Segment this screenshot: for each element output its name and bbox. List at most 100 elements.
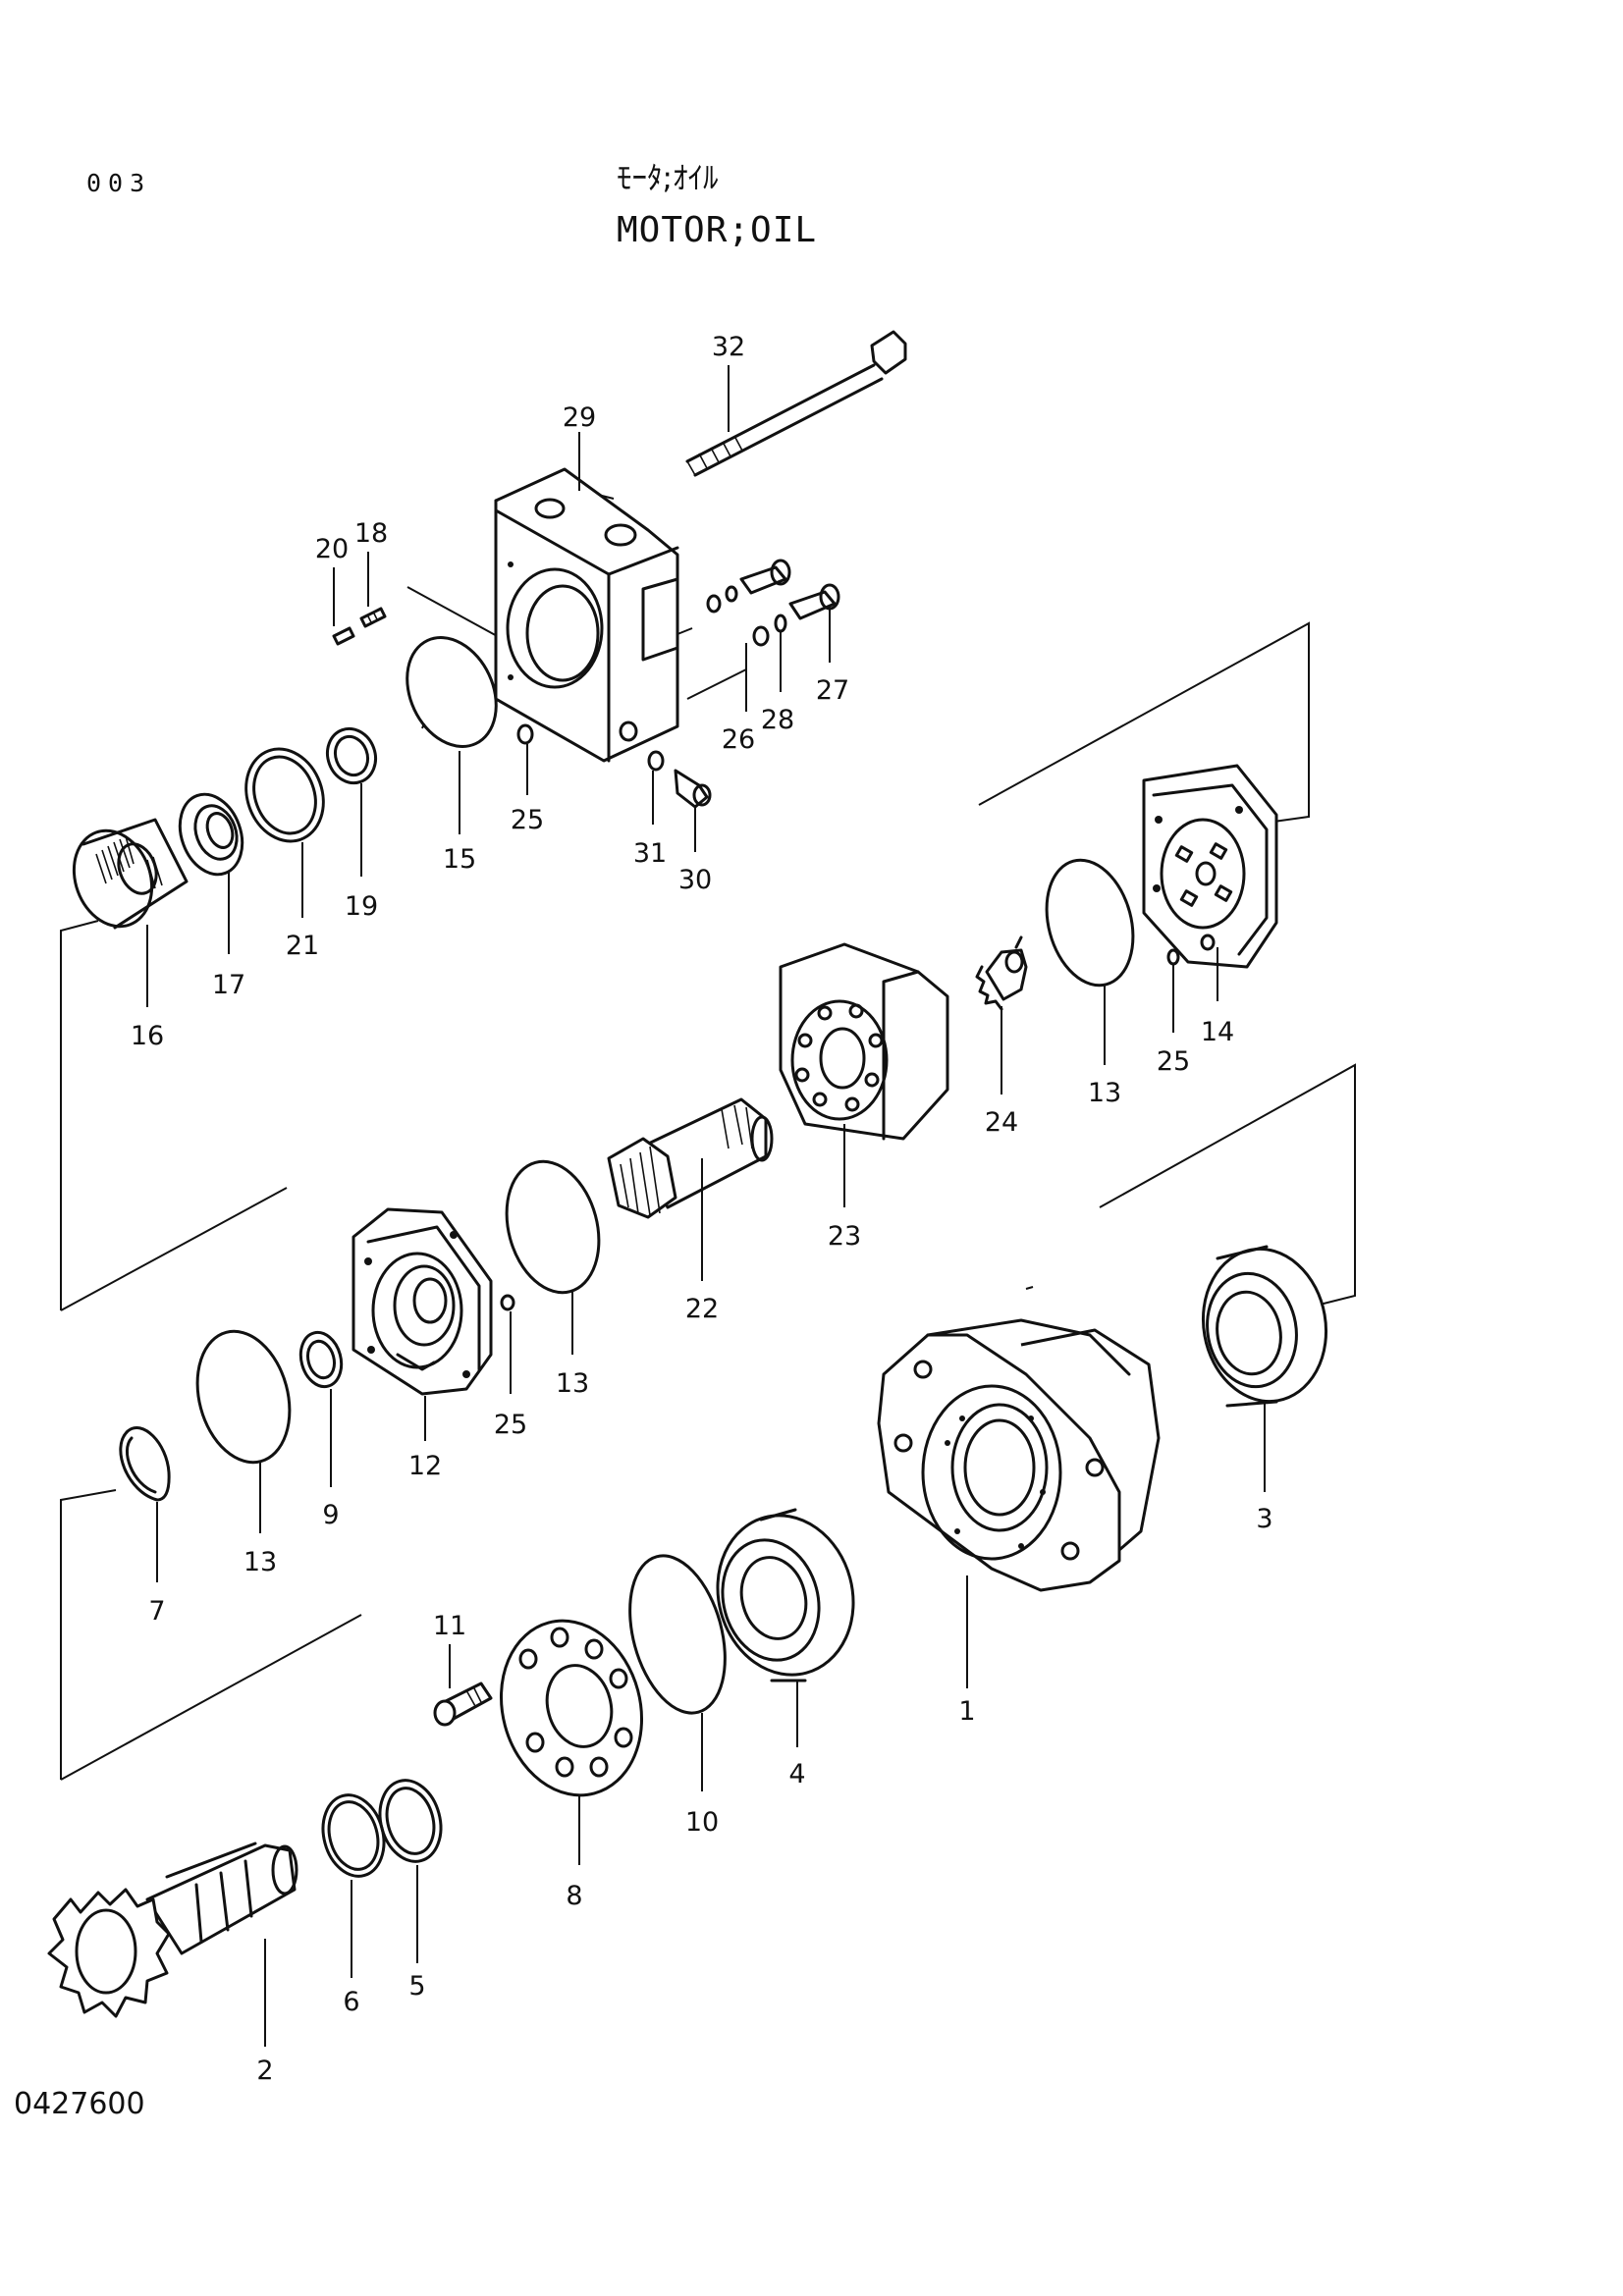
svg-text:23: 23 [828, 1221, 861, 1252]
part-25-o-ring-cover [1166, 948, 1180, 966]
svg-text:16: 16 [131, 1021, 164, 1051]
svg-text:8: 8 [566, 1881, 582, 1911]
part-13-o-ring-middle [505, 1159, 601, 1295]
svg-text:31: 31 [633, 838, 667, 869]
svg-text:9: 9 [322, 1500, 339, 1530]
svg-text:30: 30 [678, 865, 712, 895]
callout-7: 7 [148, 1502, 166, 1627]
part-23-gerotor-set [779, 942, 949, 1141]
callout-14: 14 [1201, 947, 1234, 1047]
part-9-ring [298, 1330, 344, 1389]
callout-18: 18 [354, 518, 388, 607]
part-6-ring [321, 1793, 386, 1878]
drawing-number: 0427600 [14, 2087, 145, 2121]
callout-26: 26 [722, 643, 755, 755]
part-21-washer [244, 747, 325, 843]
callout-15: 15 [443, 751, 476, 875]
svg-text:2: 2 [256, 2056, 273, 2086]
svg-text:27: 27 [816, 675, 849, 706]
svg-text:20: 20 [315, 534, 349, 564]
title-english: MOTOR;OIL [617, 210, 818, 250]
callout-1: 1 [958, 1575, 976, 1727]
svg-text:15: 15 [443, 844, 476, 875]
callout-17: 17 [212, 872, 245, 1000]
part-12-housing-plate [352, 1207, 493, 1396]
svg-text:13: 13 [243, 1547, 277, 1577]
svg-text:18: 18 [354, 518, 388, 549]
part-19-ring [325, 726, 378, 785]
part-4-ball-bearing [716, 1508, 855, 1682]
part-15-o-ring [406, 636, 498, 748]
callout-16: 16 [131, 925, 164, 1051]
svg-text:19: 19 [345, 891, 378, 922]
svg-text:22: 22 [685, 1294, 719, 1324]
callout-29: 29 [563, 402, 596, 491]
part-11-cap-screw [433, 1682, 493, 1727]
svg-text:26: 26 [722, 724, 755, 755]
part-29-valve-housing [494, 467, 679, 763]
callout-25-cover: 25 [1157, 965, 1190, 1077]
callout-12: 12 [408, 1396, 442, 1481]
callout-6: 6 [343, 1880, 360, 2017]
callout-4: 4 [788, 1681, 806, 1789]
callout-19: 19 [345, 783, 378, 922]
callout-23: 23 [828, 1124, 861, 1252]
callout-25-middle: 25 [494, 1311, 527, 1440]
part-26-28-o-rings [706, 585, 787, 647]
part-25-o-ring-middle [500, 1294, 515, 1311]
part-2-output-shaft [47, 1842, 298, 2018]
assembly-axis-lines [60, 488, 1356, 1781]
part-3-ball-bearing [1201, 1245, 1328, 1408]
svg-text:10: 10 [685, 1807, 719, 1838]
callout-32: 32 [712, 332, 745, 432]
svg-text:32: 32 [712, 332, 745, 362]
part-32-bolt [685, 330, 907, 477]
title-japanese: ﾓｰﾀ;ｵｲﾙ [617, 161, 719, 196]
callout-21: 21 [286, 842, 319, 961]
callout-13-lower: 13 [243, 1461, 277, 1577]
part-17-seal [178, 792, 244, 877]
part-18-20-pins [332, 607, 387, 646]
callout-25-top: 25 [511, 744, 544, 835]
callout-20: 20 [315, 534, 349, 626]
callout-24: 24 [985, 1006, 1018, 1138]
callout-22: 22 [685, 1158, 719, 1324]
callout-2: 2 [256, 1939, 274, 2086]
part-27-plugs [739, 559, 840, 620]
page-code: 003 [86, 169, 152, 197]
part-1-motor-housing [877, 1318, 1161, 1592]
svg-text:21: 21 [286, 931, 319, 961]
svg-text:28: 28 [761, 705, 794, 735]
svg-text:25: 25 [511, 805, 544, 835]
svg-text:13: 13 [556, 1368, 589, 1399]
part-10-o-ring [628, 1554, 727, 1715]
callout-31: 31 [633, 771, 667, 869]
svg-text:4: 4 [788, 1759, 805, 1789]
svg-text:7: 7 [148, 1596, 165, 1627]
callout-30: 30 [678, 807, 712, 895]
svg-text:13: 13 [1088, 1078, 1121, 1108]
callout-11: 11 [433, 1611, 466, 1688]
part-7-snap-ring [119, 1426, 171, 1502]
svg-text:1: 1 [958, 1696, 975, 1727]
callout-10: 10 [685, 1713, 719, 1838]
part-13-o-ring-upper [1045, 858, 1135, 988]
callout-3: 3 [1256, 1404, 1273, 1534]
part-25-o-ring-top [516, 723, 534, 745]
part-24-coupling [975, 935, 1028, 1011]
svg-text:5: 5 [408, 1971, 425, 2002]
svg-text:25: 25 [494, 1410, 527, 1440]
part-22-spline-shaft [607, 1097, 774, 1219]
callout-13-upper: 13 [1088, 985, 1121, 1108]
svg-text:3: 3 [1256, 1504, 1272, 1534]
svg-text:12: 12 [408, 1451, 442, 1481]
callout-27: 27 [816, 609, 849, 706]
part-8-flange-plate [499, 1619, 644, 1797]
svg-text:25: 25 [1157, 1046, 1190, 1077]
callout-8: 8 [566, 1796, 583, 1911]
part-16-needle-bearing [72, 818, 189, 930]
callout-28: 28 [761, 631, 794, 735]
svg-text:24: 24 [985, 1107, 1018, 1138]
